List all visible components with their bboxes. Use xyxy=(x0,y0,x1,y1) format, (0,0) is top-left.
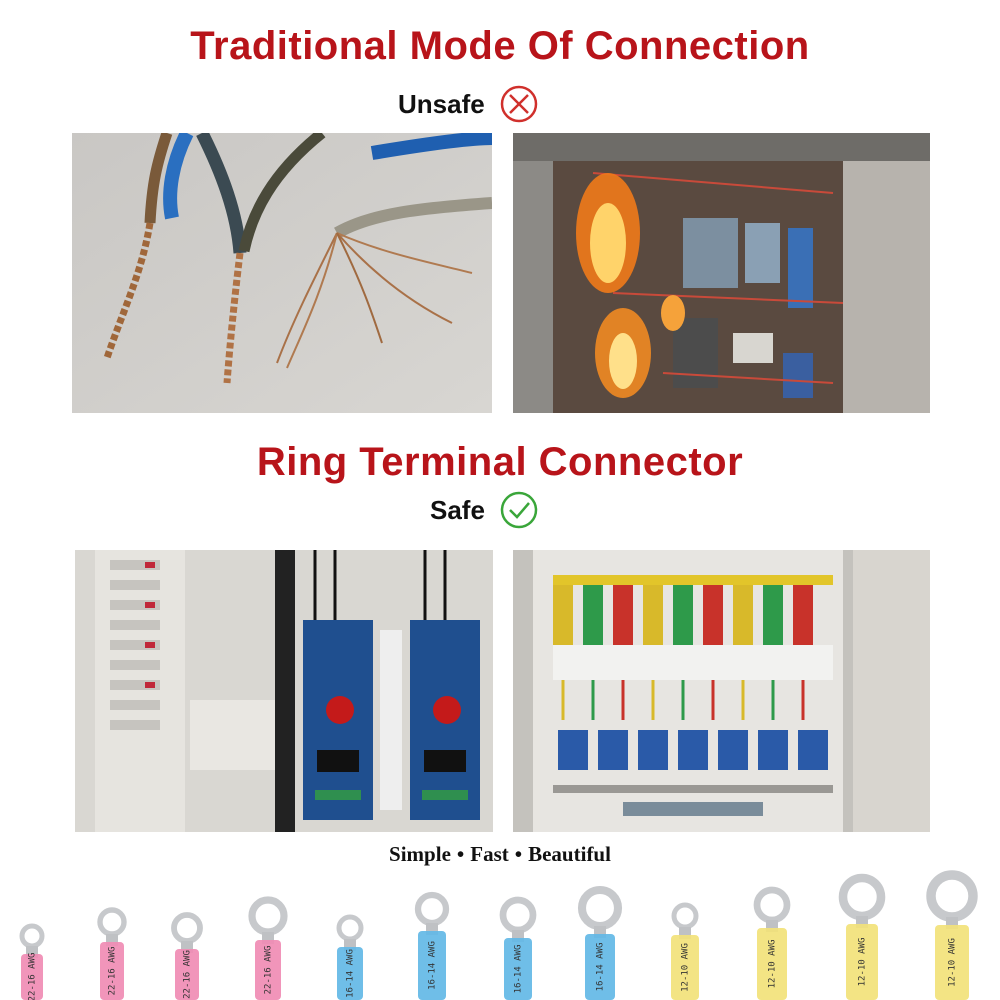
terminal-lineup: 22-16 AWG 22-16 AWG 22-16 AWG 22-16 AWG 16-1… xyxy=(0,860,1000,1000)
terminal-label: 12-10 AWG xyxy=(948,938,958,987)
terminal-label: 22-16 AWG xyxy=(264,946,274,995)
ring-terminal: 16-14 AWG xyxy=(577,885,623,1000)
twisted-wires-photo xyxy=(72,133,492,413)
tagline-separator: • xyxy=(456,842,465,866)
ring-terminal-title: Ring Terminal Connector xyxy=(256,440,744,484)
tagline: Simple•Fast•Beautiful xyxy=(0,842,1000,867)
terminal-sleeve xyxy=(846,924,878,1000)
terminal-label: 12-10 AWG xyxy=(858,938,868,987)
control-panel-photo xyxy=(75,550,493,832)
burning-panel-photo xyxy=(513,133,930,413)
terminal-sleeve xyxy=(337,947,363,1000)
ring-terminal: 16-14 AWG xyxy=(414,891,450,1000)
terminal-lineup-graphic: 22-16 AWG 22-16 AWG 22-16 AWG 22-16 AWG 16-1… xyxy=(19,870,978,1000)
tagline-simple: Simple xyxy=(389,842,451,866)
traditional-connection-title: Traditional Mode Of Connection xyxy=(190,24,810,68)
ring-terminal: 12-10 AWG xyxy=(671,902,699,1000)
breaker-panel-photo xyxy=(513,550,930,832)
ring-terminal: 16-14 AWG xyxy=(499,896,537,1000)
ring-terminal: 12-10 AWG xyxy=(926,870,978,1000)
ring-terminal: 22-16 AWG xyxy=(171,912,203,1000)
cross-circle-icon xyxy=(500,85,537,123)
ring-terminal: 22-16 AWG xyxy=(97,907,127,1000)
terminal-label: 16-14 AWG xyxy=(514,945,524,994)
terminal-label: 22-16 AWG xyxy=(28,953,38,1000)
terminal-sleeve xyxy=(100,942,124,1000)
tagline-beautiful: Beautiful xyxy=(528,842,611,866)
ring-terminal: 22-16 AWG xyxy=(248,896,288,1000)
safe-label: Safe xyxy=(430,494,485,525)
terminal-label: 16-14 AWG xyxy=(346,949,356,998)
unsafe-label: Unsafe xyxy=(398,88,485,119)
ring-terminal: 22-16 AWG xyxy=(19,923,45,1000)
terminal-sleeve xyxy=(255,940,281,1000)
terminal-label: 16-14 AWG xyxy=(428,941,438,990)
terminal-label: 22-16 AWG xyxy=(108,947,118,996)
tagline-separator: • xyxy=(514,842,523,866)
terminal-label: 12-10 AWG xyxy=(768,940,778,989)
terminal-sleeve xyxy=(585,934,615,1000)
tagline-fast: Fast xyxy=(470,842,509,866)
ring-terminal: 12-10 AWG xyxy=(838,873,886,1000)
check-circle-icon xyxy=(500,491,538,529)
terminal-sleeve xyxy=(175,949,199,1000)
terminal-sleeve xyxy=(935,925,969,1000)
terminal-label: 16-14 AWG xyxy=(596,943,606,992)
terminal-sleeve xyxy=(504,938,532,1000)
unsafe-status: Unsafe xyxy=(398,84,539,124)
ring-terminal: 16-14 AWG xyxy=(336,914,364,1000)
terminal-sleeve xyxy=(418,931,446,1000)
terminal-sleeve xyxy=(757,928,787,1000)
ring-terminal: 12-10 AWG xyxy=(753,886,791,1000)
terminal-sleeve xyxy=(21,954,43,1000)
terminal-label: 22-16 AWG xyxy=(183,950,193,999)
terminal-sleeve xyxy=(671,935,699,1000)
safe-status: Safe xyxy=(430,490,539,530)
terminal-label: 12-10 AWG xyxy=(681,943,691,992)
